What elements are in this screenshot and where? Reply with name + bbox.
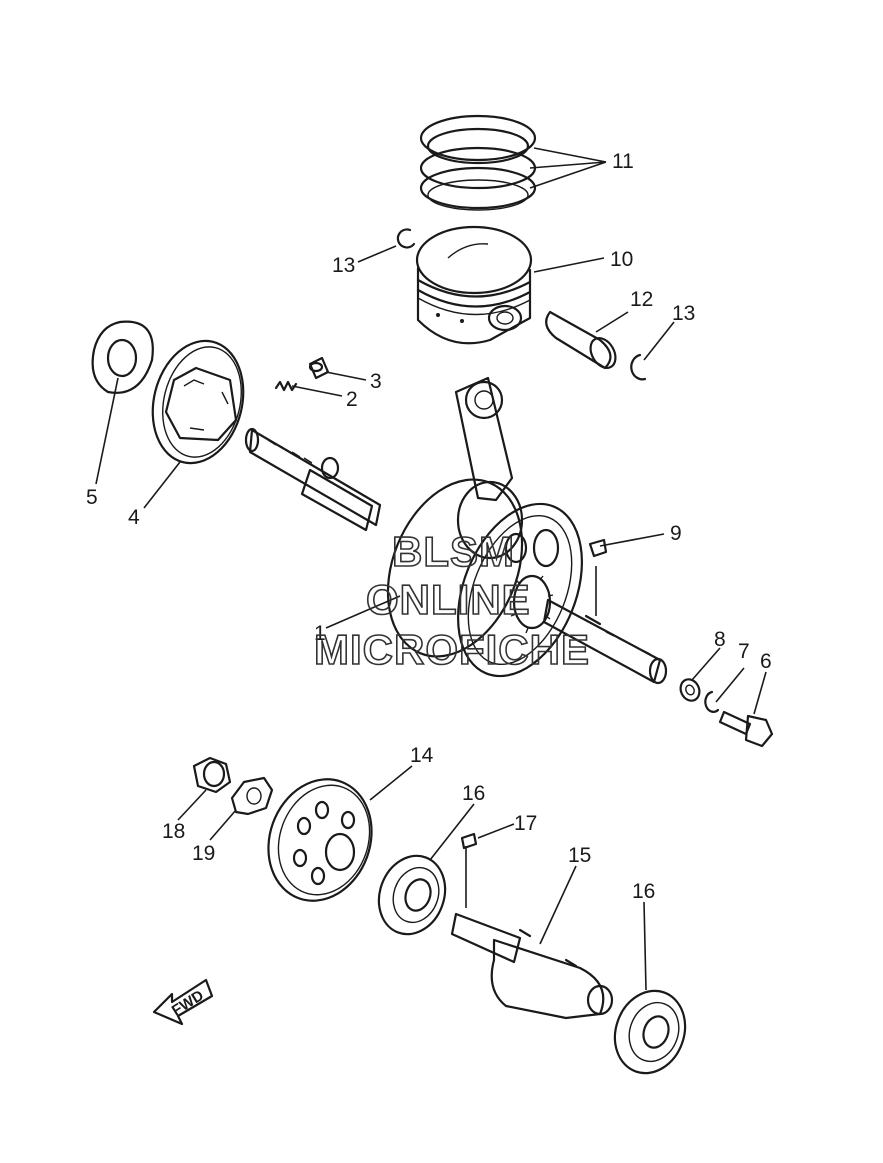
forward-arrow-icon: FWD (152, 978, 214, 1026)
callout-labels: 11 10 13 12 13 3 2 5 4 9 1 8 7 6 14 16 1… (86, 150, 772, 903)
bearing-left (377, 854, 447, 936)
circlip-right (630, 353, 647, 381)
callout-13b: 13 (672, 302, 695, 325)
flywheel-rotor (151, 339, 245, 465)
balancer-shaft (450, 912, 614, 1020)
callout-16b: 16 (632, 880, 655, 903)
watermark-line-3: MICROFICHE (314, 626, 590, 673)
leader-lines (95, 147, 767, 991)
piston (415, 225, 533, 345)
callout-14: 14 (410, 744, 434, 767)
spring (274, 380, 298, 392)
lock-plate (230, 776, 274, 816)
circlip-left (396, 228, 416, 249)
piston-rings (419, 114, 537, 211)
washer (679, 678, 701, 702)
callout-12: 12 (630, 288, 653, 311)
lock-washer (704, 690, 720, 713)
callout-19: 19 (192, 842, 215, 865)
woodruff-key (588, 538, 608, 558)
callout-13a: 13 (332, 254, 355, 277)
dowel-pin (308, 356, 330, 380)
callout-11: 11 (612, 150, 634, 173)
callout-9: 9 (670, 522, 682, 545)
piston-pin (545, 310, 617, 370)
callout-17: 17 (514, 812, 537, 835)
callout-5: 5 (86, 486, 98, 509)
nut (192, 756, 232, 794)
callout-10: 10 (610, 248, 633, 271)
callout-4: 4 (128, 506, 140, 529)
balancer-key (460, 832, 478, 850)
callout-2: 2 (346, 388, 358, 411)
balancer-gear (267, 778, 373, 902)
callout-8: 8 (714, 628, 726, 651)
bearing-right (613, 989, 687, 1075)
callout-1: 1 (314, 622, 326, 645)
callout-16a: 16 (462, 782, 485, 805)
callout-18: 18 (162, 820, 185, 843)
callout-3: 3 (370, 370, 382, 393)
callout-15: 15 (568, 844, 591, 867)
shim-washer (91, 320, 154, 394)
callout-7: 7 (738, 640, 750, 663)
watermark: BLSM ONLINE MICROFICHE (313, 527, 590, 674)
watermark-line-1: BLSM (392, 528, 515, 575)
callout-6: 6 (760, 650, 772, 673)
bolt (718, 710, 774, 748)
watermark-line-2: ONLINE (366, 576, 531, 623)
crankshaft-assembly (244, 376, 668, 685)
